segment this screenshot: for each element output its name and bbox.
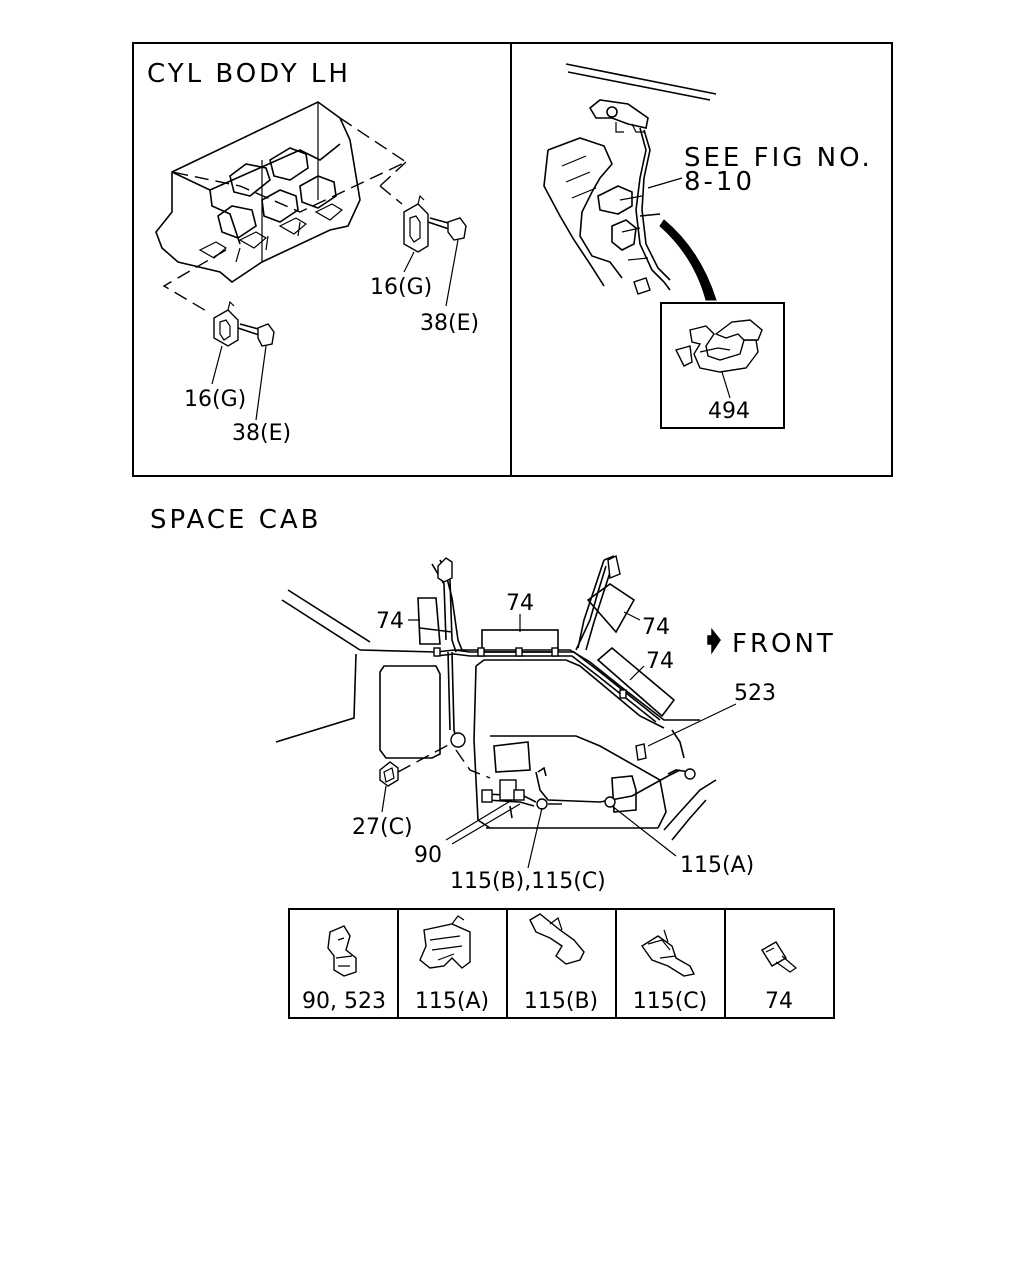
label-27c: 27(C) bbox=[352, 815, 413, 840]
space-cab-drawing: FRONT 74 74 74 74 523 27(C) 90 115(B),11… bbox=[275, 554, 836, 894]
see-fig-text: SEE FIG NO. bbox=[684, 143, 873, 173]
top-frame bbox=[132, 42, 893, 477]
tape-74-icon bbox=[761, 941, 797, 973]
label-16g-upper: 16(G) bbox=[370, 275, 432, 300]
legend-label-115c: 115(C) bbox=[633, 989, 708, 1014]
front-label: FRONT bbox=[732, 629, 836, 659]
cab-body-outline bbox=[275, 555, 717, 841]
leader-lines-space-cab bbox=[381, 611, 737, 869]
clamp-115a-icon bbox=[419, 915, 471, 969]
label-74-top: 74 bbox=[506, 591, 534, 616]
clip-90-523-icon bbox=[327, 925, 357, 977]
front-arrow-icon bbox=[707, 627, 721, 655]
grommet-27c-icon bbox=[379, 761, 399, 787]
inset-callout-arrow bbox=[659, 219, 717, 301]
cylinder-block-drawing bbox=[155, 101, 408, 313]
see-fig-number: 8-10 bbox=[684, 167, 755, 197]
label-38e-upper: 38(E) bbox=[420, 311, 479, 336]
legend-label-74: 74 bbox=[765, 989, 793, 1014]
label-523: 523 bbox=[734, 681, 776, 706]
clip-16g-lower-icon bbox=[213, 300, 239, 347]
legend-label-90-523: 90, 523 bbox=[302, 989, 386, 1014]
legend-label-115b: 115(B) bbox=[524, 989, 598, 1014]
tape-74-right-upper-icon bbox=[586, 583, 636, 634]
label-74-right-lower: 74 bbox=[646, 649, 674, 674]
label-74-left: 74 bbox=[376, 609, 404, 634]
label-16g-lower: 16(G) bbox=[184, 387, 246, 412]
tape-74-left-icon bbox=[417, 597, 441, 645]
bolt-38e-lower-icon bbox=[237, 323, 275, 347]
engine-bay-drawing bbox=[543, 63, 717, 295]
label-115a: 115(A) bbox=[680, 853, 754, 878]
inset-box bbox=[660, 302, 785, 429]
label-115bc: 115(B),115(C) bbox=[450, 869, 606, 894]
label-494: 494 bbox=[708, 399, 750, 424]
parts-legend-table: 90, 523 115(A) 115(B) 115(C) 74 bbox=[288, 908, 835, 1019]
cyl-body-panel: CYL BODY LH bbox=[147, 59, 479, 446]
tape-74-right-lower-icon bbox=[596, 646, 676, 718]
clip-16g-upper-icon bbox=[403, 194, 429, 253]
space-cab-title: SPACE CAB bbox=[150, 505, 321, 535]
legend-label-115a: 115(A) bbox=[415, 989, 489, 1014]
label-74-right-upper: 74 bbox=[642, 615, 670, 640]
band-115b-icon bbox=[529, 913, 585, 965]
band-115c-icon bbox=[640, 929, 696, 977]
harness-fittings bbox=[433, 554, 696, 810]
clip-494-icon bbox=[674, 319, 763, 373]
label-90: 90 bbox=[414, 843, 442, 868]
label-38e-lower: 38(E) bbox=[232, 421, 291, 446]
leader-lines-left-panel bbox=[211, 239, 459, 421]
engine-harness-panel: SEE FIG NO. 8-10 494 bbox=[543, 63, 873, 429]
bolt-38e-upper-icon bbox=[427, 217, 467, 241]
wire-harness-route bbox=[435, 565, 691, 819]
cyl-body-title: CYL BODY LH bbox=[147, 59, 351, 89]
